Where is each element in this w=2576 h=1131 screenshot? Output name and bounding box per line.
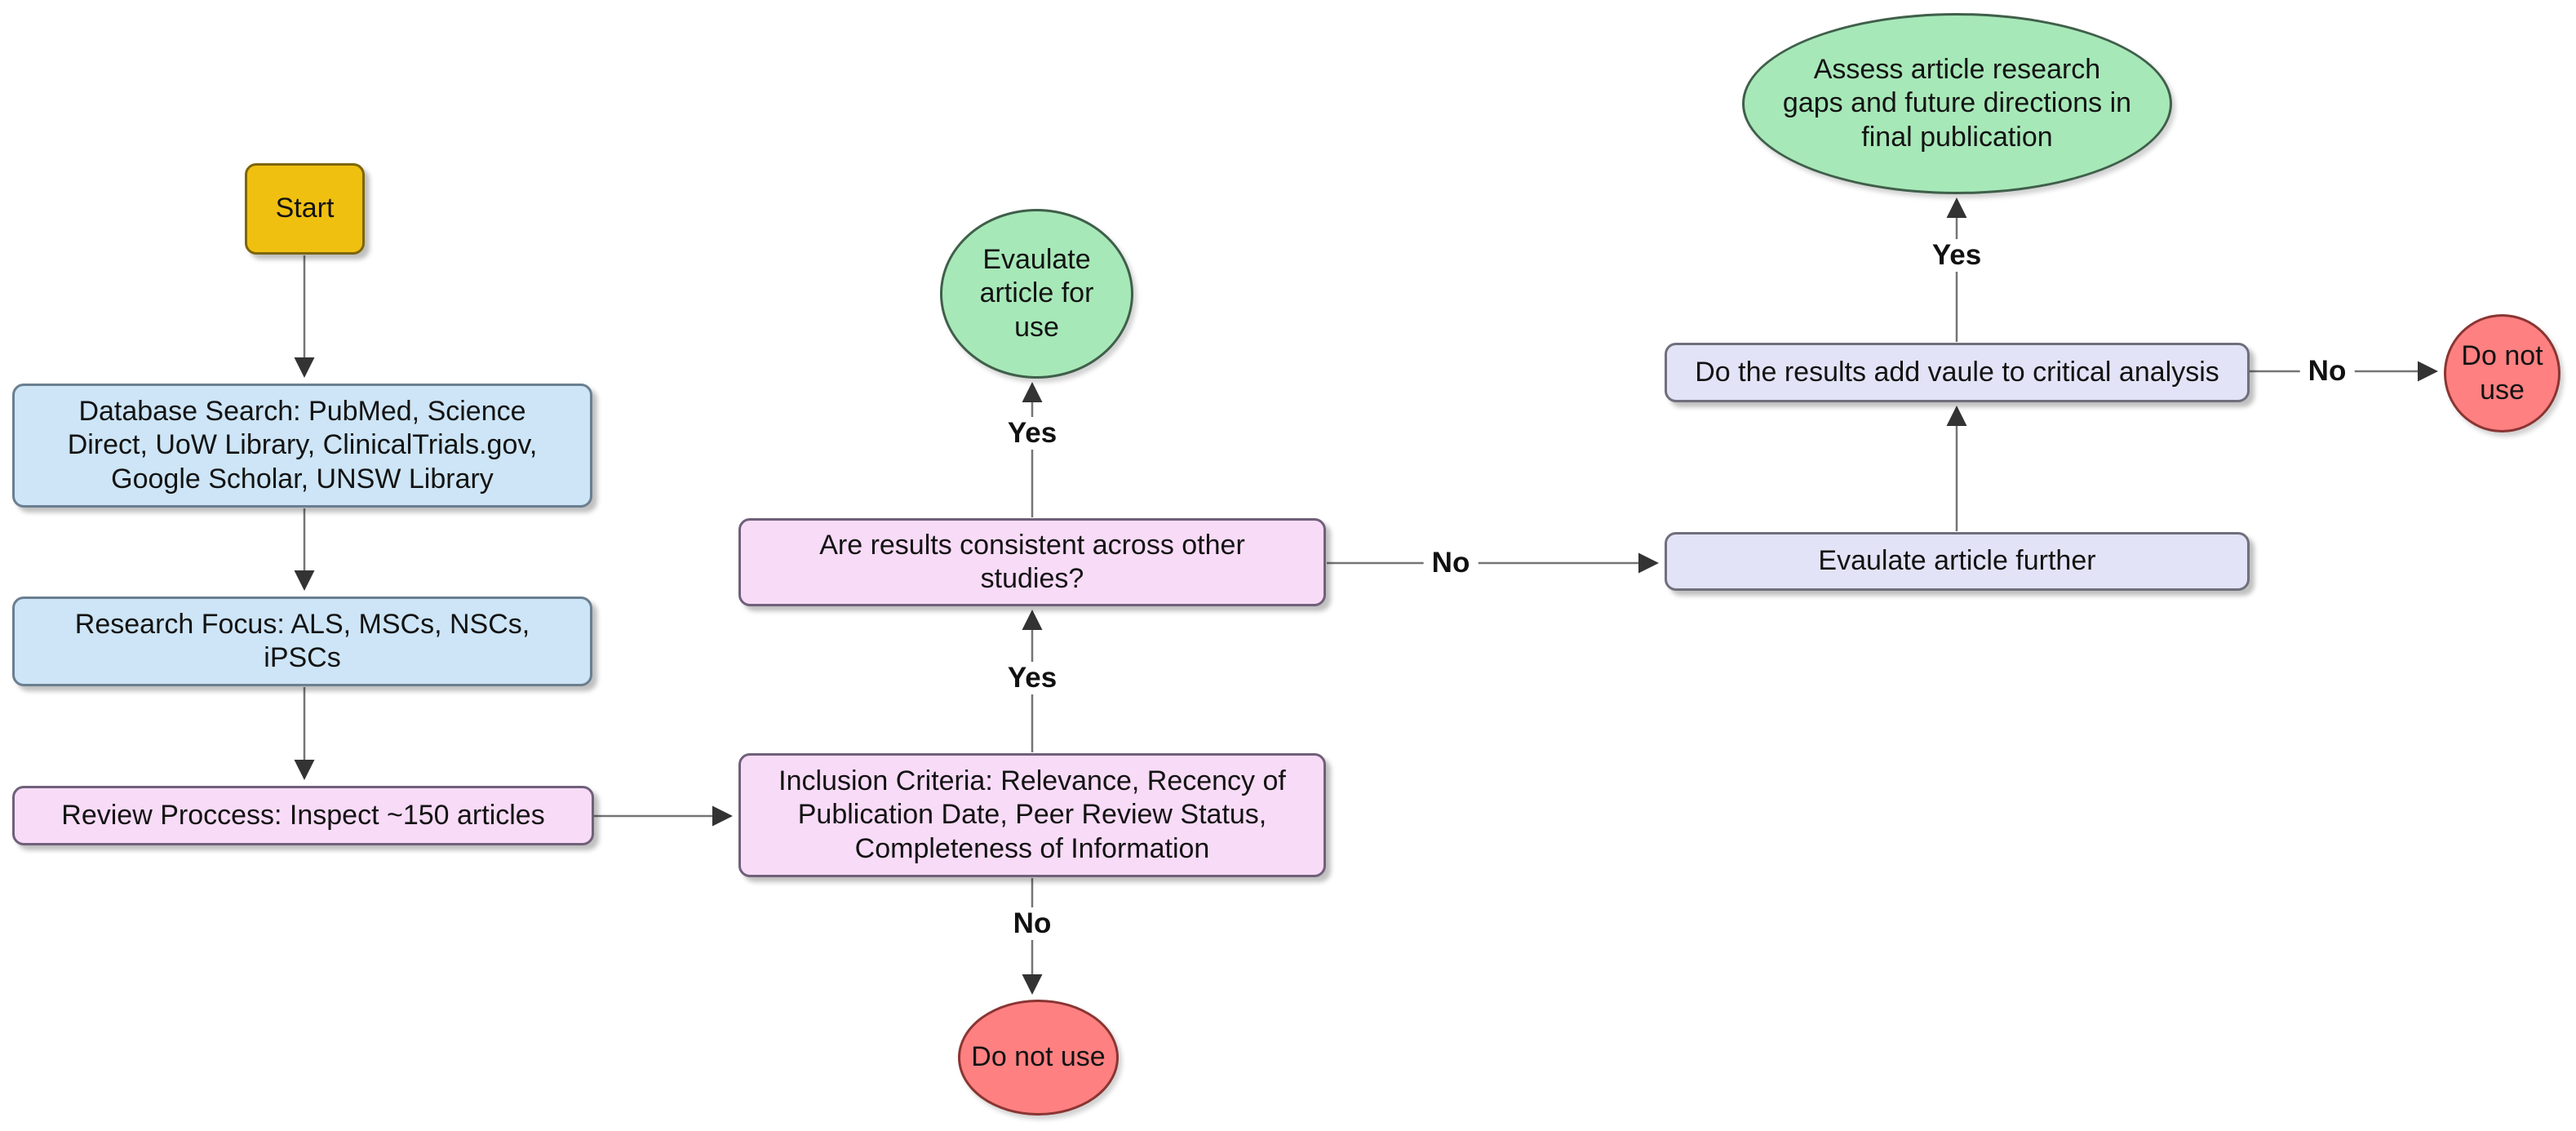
flow-node-inclusion-criteria: Inclusion Criteria: Relevance, Recency o… bbox=[738, 753, 1326, 877]
edge-label-no-inclusion-to-do-not-use: No bbox=[1004, 907, 1060, 940]
flow-node-consistency-check: Are results consistent across other stud… bbox=[738, 518, 1326, 606]
edge-label-no-results-to-do-not-use: No bbox=[2299, 355, 2355, 388]
flow-node-start: Start bbox=[245, 163, 365, 255]
flow-node-results-add-value: Do the results add vaule to critical ana… bbox=[1665, 343, 2250, 402]
flow-node-review-process: Review Proccess: Inspect ~150 articles bbox=[12, 786, 594, 845]
flow-node-do-not-use-bottom: Do not use bbox=[958, 1000, 1119, 1115]
edge-label-no-consistency-to-evaluate-further: No bbox=[1423, 547, 1479, 579]
edge-label-yes-inclusion-to-consistency: Yes bbox=[999, 662, 1066, 694]
flow-node-research-focus: Research Focus: ALS, MSCs, NSCs, iPSCs bbox=[12, 597, 592, 686]
flow-node-assess-research-gaps: Assess article research gaps and future … bbox=[1742, 13, 2172, 194]
edge-label-yes-consistency-to-evaluate: Yes bbox=[999, 417, 1066, 450]
flow-node-database-search: Database Search: PubMed, Science Direct,… bbox=[12, 384, 592, 508]
flow-node-do-not-use-right: Do not use bbox=[2444, 314, 2560, 432]
flow-node-evaluate-article-for-use: Evaulate article for use bbox=[940, 209, 1133, 379]
flow-node-evaluate-article-further: Evaulate article further bbox=[1665, 532, 2250, 591]
edge-label-yes-results-to-assess: Yes bbox=[1923, 239, 1990, 272]
